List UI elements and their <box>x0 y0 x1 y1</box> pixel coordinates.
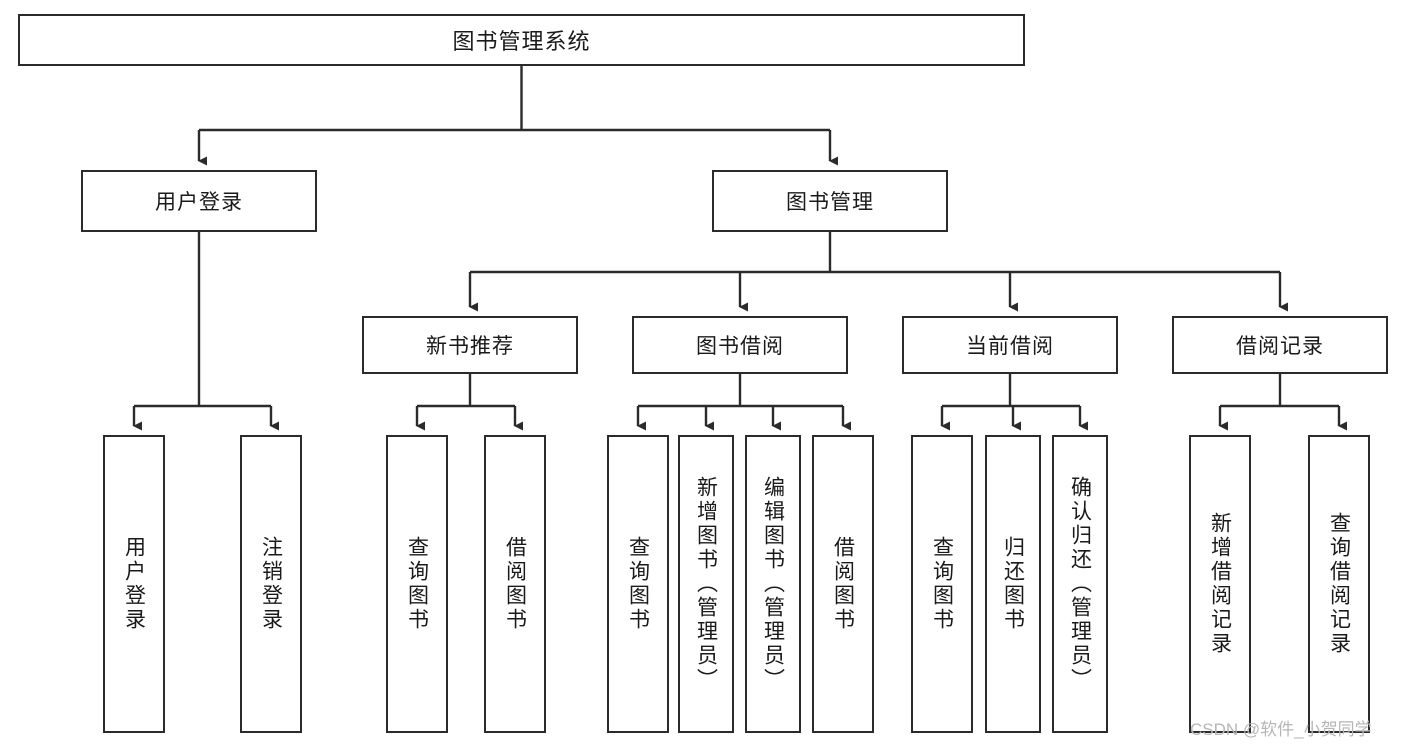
node-leaf-query-book-1-label: 查询图书 <box>405 536 429 632</box>
node-book-borrow-label: 图书借阅 <box>696 335 784 358</box>
node-book-manage-label: 图书管理 <box>786 191 874 214</box>
node-leaf-edit-book-label: 编辑图书（管理员） <box>761 476 785 692</box>
node-root[interactable]: 图书管理系统 <box>18 14 1025 66</box>
node-borrow-record[interactable]: 借阅记录 <box>1172 316 1388 374</box>
node-leaf-add-record-label: 新增借阅记录 <box>1208 512 1232 656</box>
node-new-book-rec[interactable]: 新书推荐 <box>362 316 578 374</box>
node-new-book-rec-label: 新书推荐 <box>426 335 514 358</box>
node-leaf-query-record[interactable]: 查询借阅记录 <box>1308 435 1370 733</box>
node-book-manage[interactable]: 图书管理 <box>712 170 948 232</box>
node-leaf-borrow-book-1-label: 借阅图书 <box>503 536 527 632</box>
node-leaf-query-book-2-label: 查询图书 <box>626 536 650 632</box>
node-user-login-label: 用户登录 <box>155 191 243 214</box>
node-leaf-borrow-book-1[interactable]: 借阅图书 <box>484 435 546 733</box>
csdn-watermark: CSDN @软件_小贺同学 <box>1190 720 1372 739</box>
node-leaf-query-book-3[interactable]: 查询图书 <box>911 435 973 733</box>
node-leaf-user-logout[interactable]: 注销登录 <box>240 435 302 733</box>
node-leaf-confirm-return-label: 确认归还（管理员） <box>1068 476 1092 692</box>
node-leaf-return-book[interactable]: 归还图书 <box>985 435 1041 733</box>
node-leaf-query-book-2[interactable]: 查询图书 <box>607 435 669 733</box>
node-leaf-query-record-label: 查询借阅记录 <box>1327 512 1351 656</box>
node-borrow-record-label: 借阅记录 <box>1236 335 1324 358</box>
node-leaf-user-login[interactable]: 用户登录 <box>103 435 165 733</box>
node-root-label: 图书管理系统 <box>452 29 591 54</box>
node-leaf-confirm-return[interactable]: 确认归还（管理员） <box>1052 435 1108 733</box>
node-leaf-borrow-book-2[interactable]: 借阅图书 <box>812 435 874 733</box>
node-leaf-edit-book[interactable]: 编辑图书（管理员） <box>745 435 801 733</box>
node-leaf-user-login-label: 用户登录 <box>122 536 146 632</box>
node-current-borrow[interactable]: 当前借阅 <box>902 316 1118 374</box>
node-book-borrow[interactable]: 图书借阅 <box>632 316 848 374</box>
node-leaf-user-logout-label: 注销登录 <box>259 536 283 632</box>
node-leaf-add-record[interactable]: 新增借阅记录 <box>1189 435 1251 733</box>
node-current-borrow-label: 当前借阅 <box>966 335 1054 358</box>
node-user-login[interactable]: 用户登录 <box>81 170 317 232</box>
node-leaf-query-book-1[interactable]: 查询图书 <box>386 435 448 733</box>
node-leaf-add-book-label: 新增图书（管理员） <box>694 476 718 692</box>
node-leaf-return-book-label: 归还图书 <box>1001 536 1025 632</box>
node-leaf-query-book-3-label: 查询图书 <box>930 536 954 632</box>
node-leaf-add-book[interactable]: 新增图书（管理员） <box>678 435 734 733</box>
node-leaf-borrow-book-2-label: 借阅图书 <box>831 536 855 632</box>
